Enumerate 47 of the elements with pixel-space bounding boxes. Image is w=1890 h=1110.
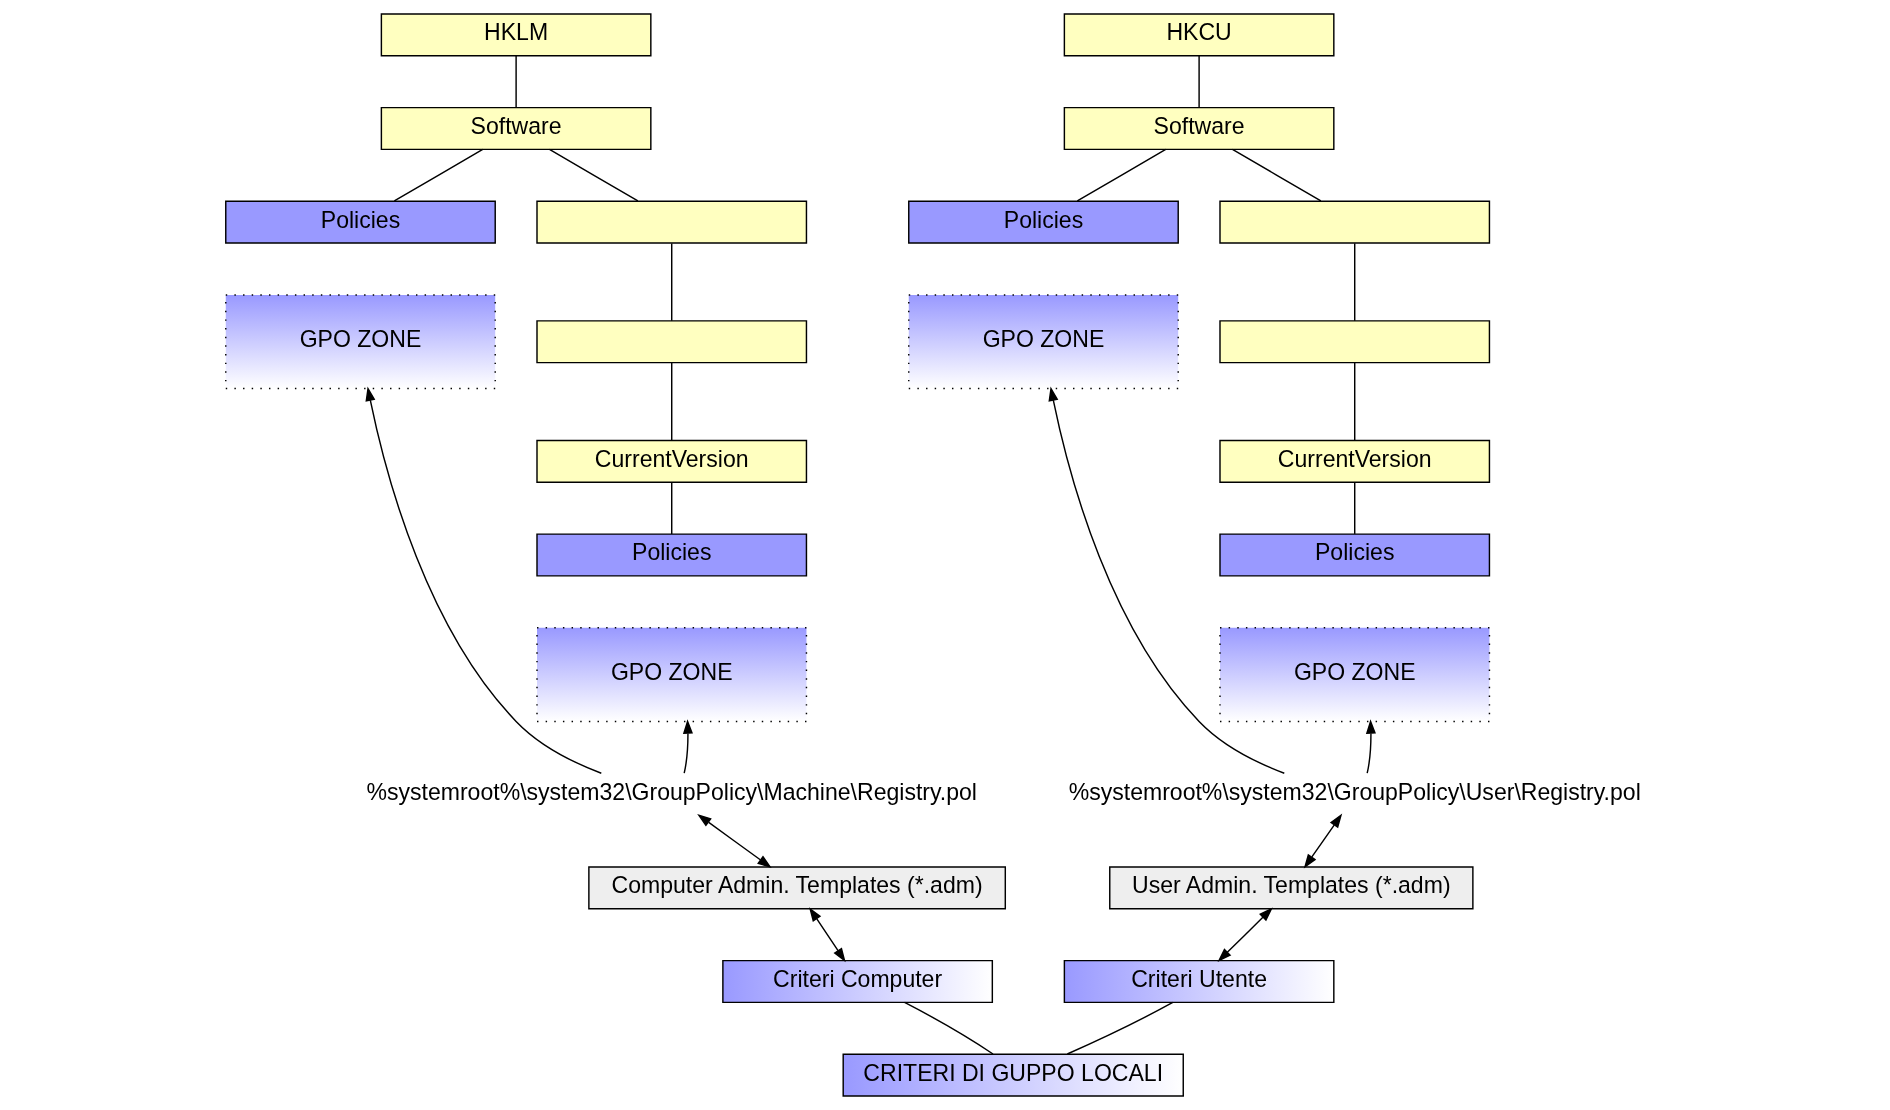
connector xyxy=(670,362,672,442)
node-box: Software xyxy=(1063,106,1335,151)
connector xyxy=(1066,1001,1174,1055)
node-box: GPO ZONE xyxy=(1218,627,1490,723)
node-box: Software xyxy=(380,106,652,151)
connector xyxy=(1353,481,1355,535)
node-box: Policies xyxy=(535,533,807,577)
node-box: Criteri Computer xyxy=(721,959,993,1004)
arrow xyxy=(1303,813,1342,869)
node-box: GPO ZONE xyxy=(907,294,1179,390)
connector xyxy=(393,148,483,202)
node-box: Computer Admin. Templates (*.adm) xyxy=(587,866,1006,910)
node-box: CRITERI DI GUPPO LOCALI xyxy=(842,1053,1184,1097)
node-text: %systemroot%\system32\GroupPolicy\Machine\Registry.pol xyxy=(365,778,977,805)
arrow xyxy=(364,386,602,774)
node-box xyxy=(1218,200,1490,244)
node-box: GPO ZONE xyxy=(535,627,807,723)
node-box: HKCU xyxy=(1063,13,1335,57)
node-box: Policies xyxy=(224,200,496,244)
connector xyxy=(903,1001,994,1055)
arrow xyxy=(808,907,846,963)
node-box: HKLM xyxy=(380,13,652,57)
arrow xyxy=(1365,719,1376,774)
node-box: Policies xyxy=(907,200,1179,244)
node-box: Policies xyxy=(1218,533,1490,577)
connector xyxy=(670,481,672,535)
arrow xyxy=(696,814,772,869)
node-box: Criteri Utente xyxy=(1063,959,1335,1004)
node-box xyxy=(535,320,807,364)
node-box: CurrentVersion xyxy=(1218,439,1490,483)
connector xyxy=(670,242,672,322)
arrow xyxy=(682,719,693,774)
node-box xyxy=(535,200,807,244)
node-box: CurrentVersion xyxy=(535,439,807,483)
connector xyxy=(1353,362,1355,442)
connector xyxy=(514,55,517,109)
connector xyxy=(1076,148,1166,202)
connector xyxy=(548,148,639,202)
arrow xyxy=(1217,907,1273,962)
node-box: GPO ZONE xyxy=(224,294,496,390)
connector xyxy=(1353,242,1355,322)
node-box xyxy=(1218,320,1490,364)
arrow xyxy=(1047,386,1285,774)
connector xyxy=(1197,55,1200,109)
node-box: User Admin. Templates (*.adm) xyxy=(1108,866,1474,910)
node-text: %systemroot%\system32\GroupPolicy\User\Registry.pol xyxy=(1068,778,1641,805)
connector xyxy=(1231,148,1322,202)
